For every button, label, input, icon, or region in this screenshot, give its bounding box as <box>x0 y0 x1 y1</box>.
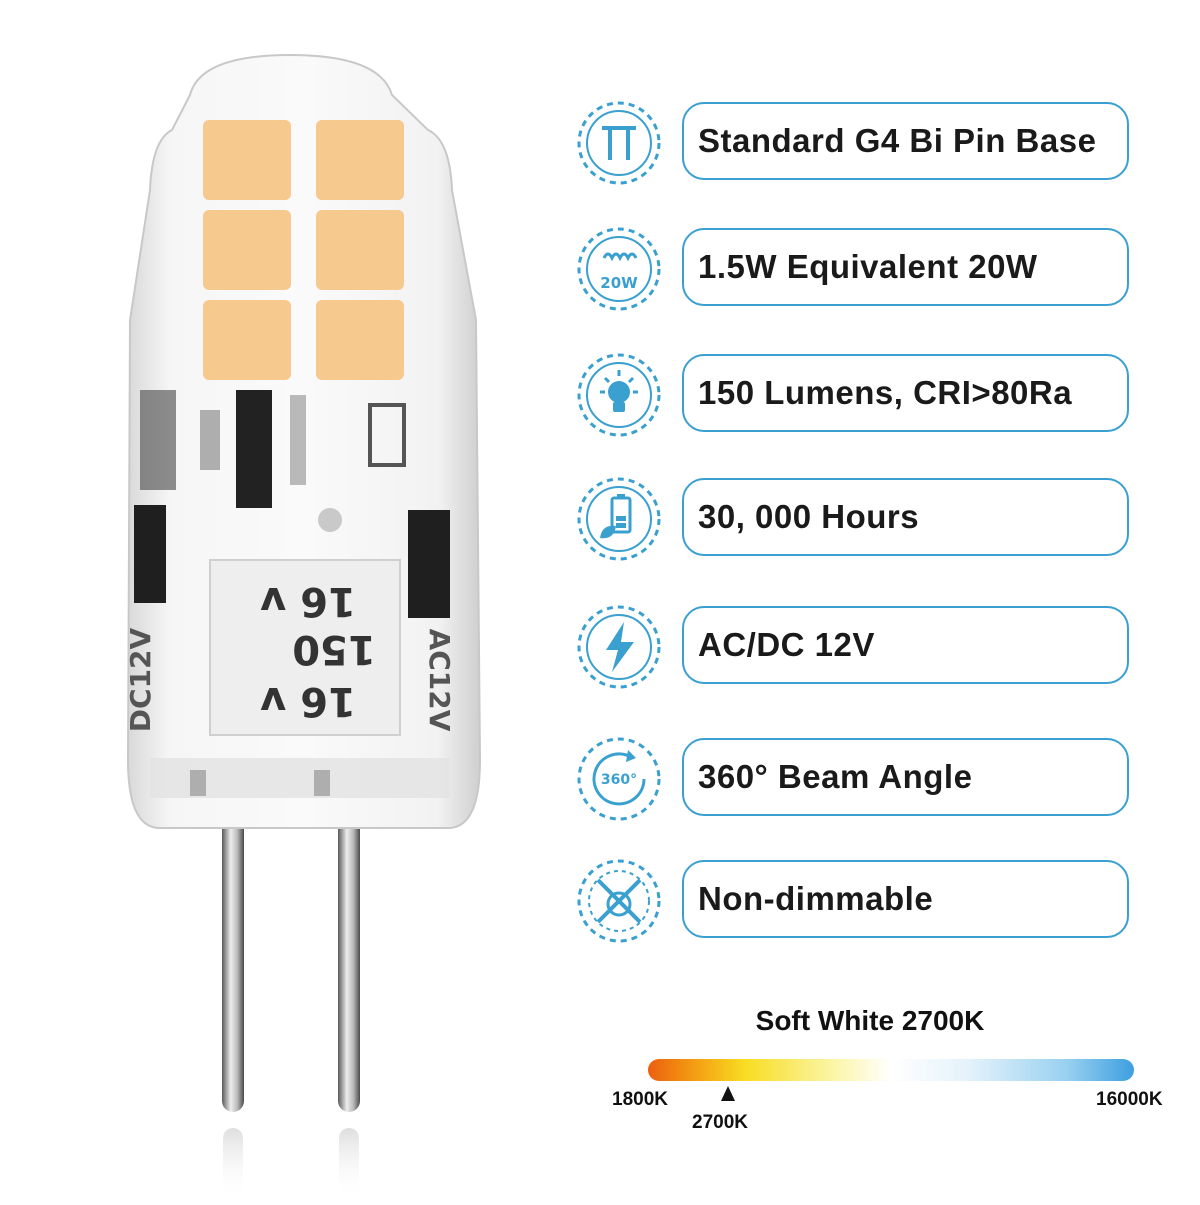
feature-row: 30, 000 Hours <box>576 476 1136 561</box>
feature-label: 30, 000 Hours <box>682 478 1129 556</box>
led-chip <box>203 210 291 290</box>
board-label-text: DC12V <box>124 627 157 732</box>
feature-label: 360° Beam Angle <box>682 738 1129 816</box>
capacitor-value-text: 150 <box>292 626 376 672</box>
led-chip <box>203 120 291 200</box>
temperature-marker <box>721 1086 735 1101</box>
capacitor-voltage-text: 16 v <box>260 578 356 624</box>
feature-row: 150 Lumens, CRI>80Ra <box>576 352 1136 437</box>
g4-bulb-illustration: 16 v 150 16 v DC12V AC12V <box>124 53 482 1200</box>
bulb-image: 16 v 150 16 v DC12V AC12V <box>0 0 560 1200</box>
feature-label: 1.5W Equivalent 20W <box>682 228 1129 306</box>
led-chip <box>316 210 404 290</box>
scale-min-label: 1800K <box>612 1089 668 1110</box>
rotation-360-icon: 360° <box>577 737 661 821</box>
scale-marker-label: 2700K <box>692 1112 748 1133</box>
lightning-icon <box>577 605 661 689</box>
light-bulb-icon <box>577 353 661 437</box>
no-dimmer-icon <box>577 859 661 943</box>
feature-label: Standard G4 Bi Pin Base <box>682 102 1129 180</box>
feature-label: AC/DC 12V <box>682 606 1129 684</box>
feature-row: AC/DC 12V <box>576 604 1136 689</box>
g4-pin-icon <box>577 101 661 185</box>
wattage-icon-text: 20W <box>600 274 638 292</box>
rotation-icon-text: 360° <box>601 772 637 788</box>
color-temperature-title: Soft White 2700K <box>755 1005 985 1036</box>
led-chip <box>316 120 404 200</box>
feature-row: Non-dimmable <box>576 858 1136 943</box>
led-chip <box>203 300 291 380</box>
feature-row: 360° 360° Beam Angle <box>576 736 1136 821</box>
led-chip <box>316 300 404 380</box>
scale-max-label: 16000K <box>1096 1089 1163 1110</box>
capacitor-voltage-text: 16 v <box>260 678 356 724</box>
feature-label: 150 Lumens, CRI>80Ra <box>682 354 1129 432</box>
feature-row: 20W 1.5W Equivalent 20W <box>576 226 1136 311</box>
board-label-text: AC12V <box>423 629 456 732</box>
feature-row: Standard G4 Bi Pin Base <box>576 100 1136 185</box>
color-temperature-bar <box>648 1059 1134 1081</box>
battery-leaf-icon <box>577 477 661 561</box>
feature-label: Non-dimmable <box>682 860 1129 938</box>
wattage-20w-icon: 20W <box>577 227 661 311</box>
